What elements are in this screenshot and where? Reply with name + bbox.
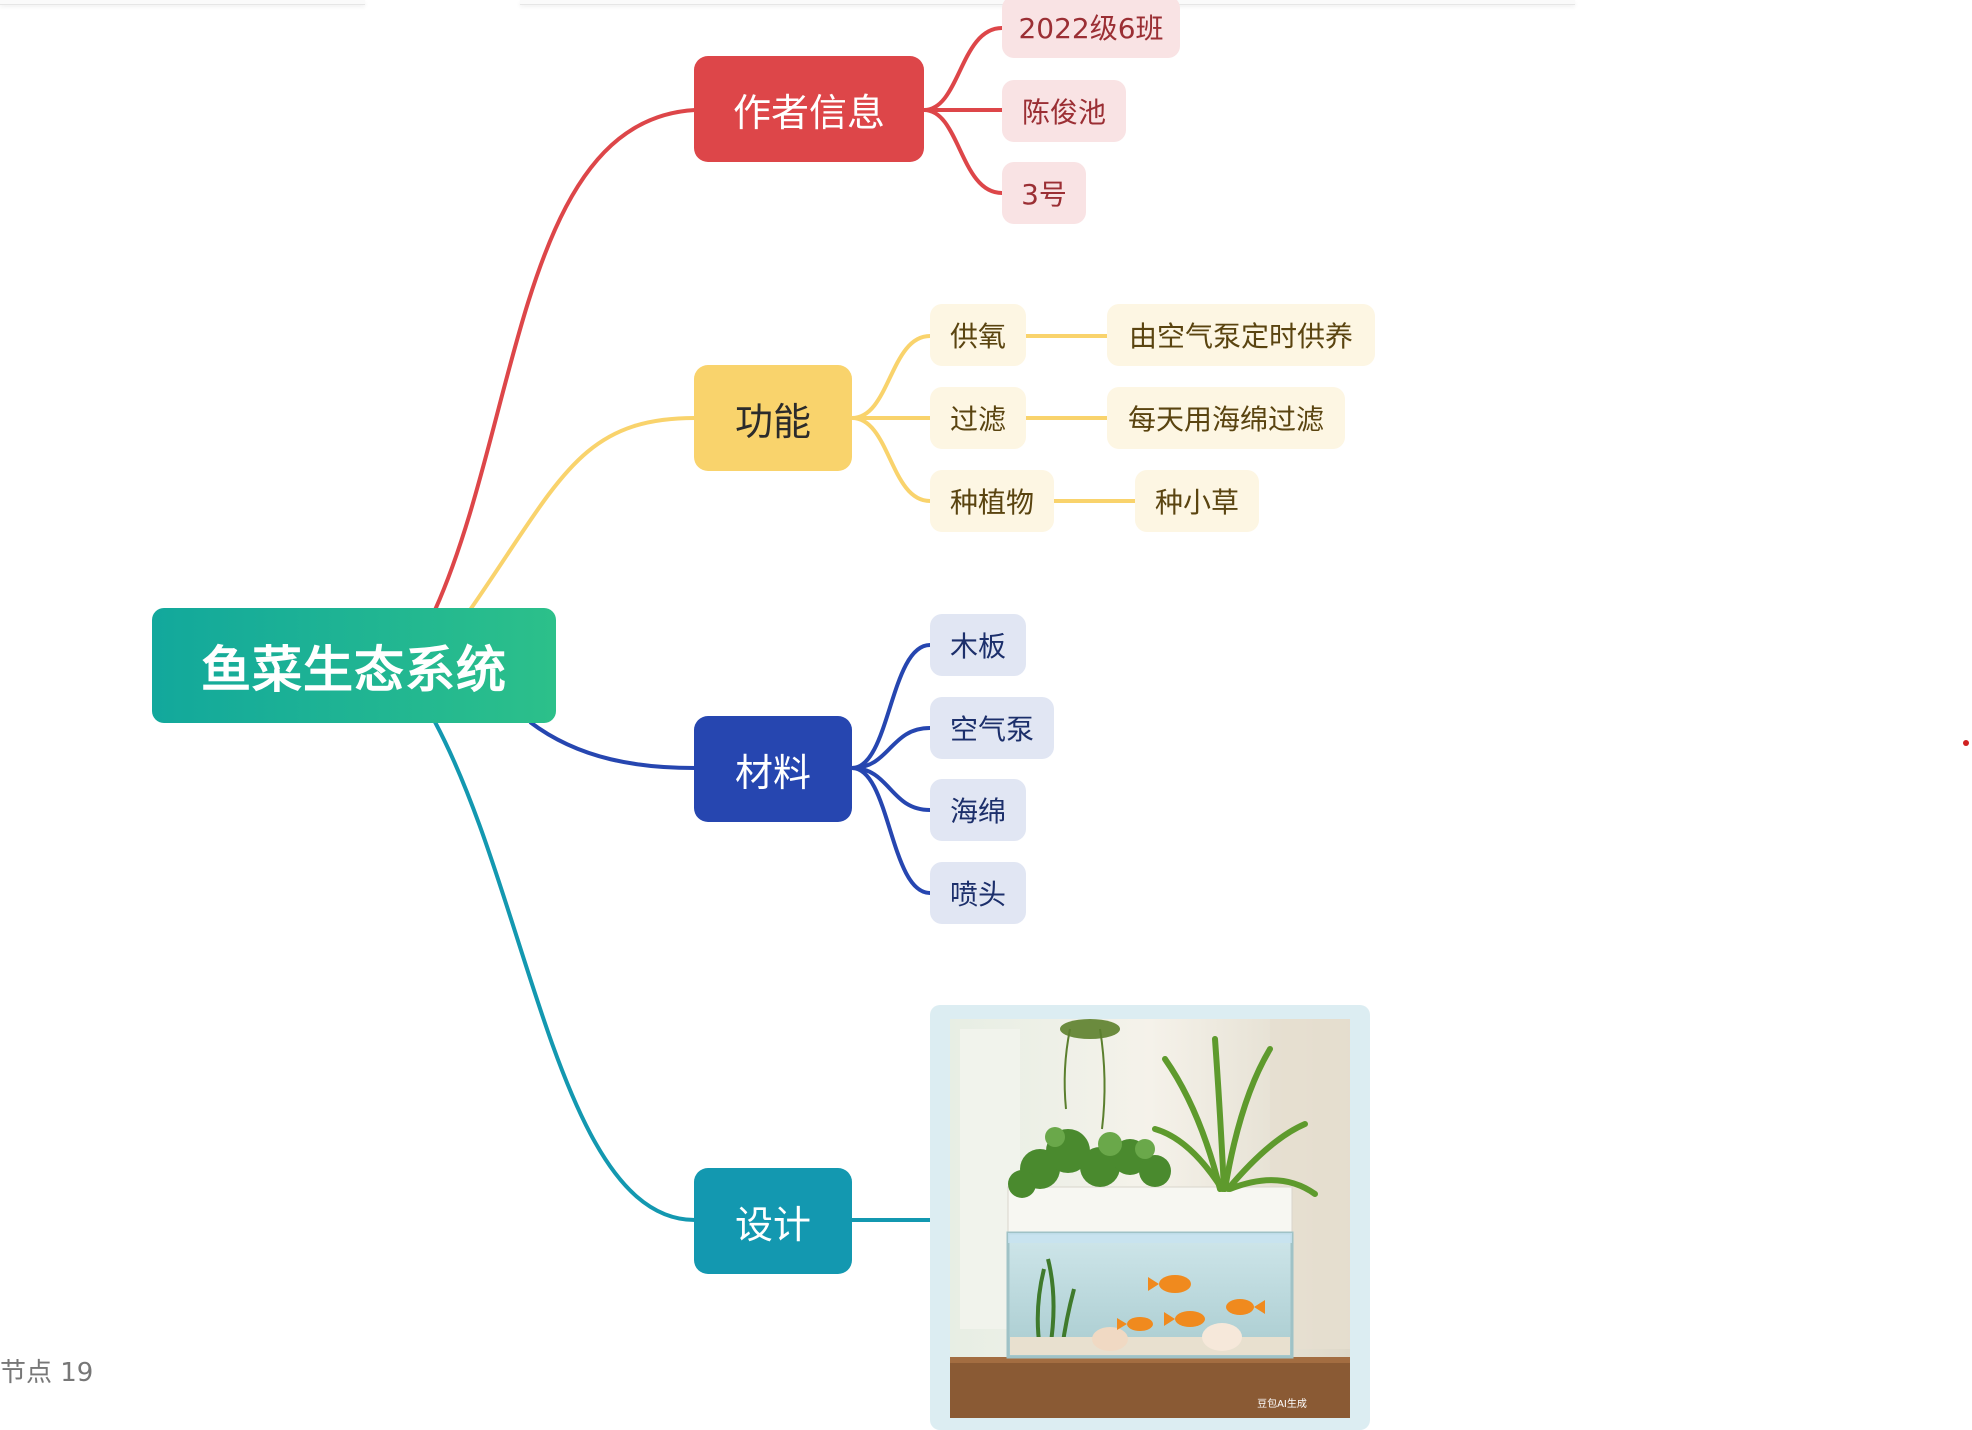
connector-root-author xyxy=(433,108,696,611)
function-oxygen-detail-node[interactable]: 由空气泵定时供养 xyxy=(1107,304,1375,366)
function-filter-detail-label: 每天用海绵过滤 xyxy=(1127,403,1324,436)
aquaponics-tank-image[interactable]: 豆包AI生成 xyxy=(950,1019,1350,1418)
author-number-node[interactable]: 3号 xyxy=(1002,162,1086,224)
function-oxygen-detail-label: 由空气泵定时供养 xyxy=(1128,320,1353,353)
author-class-node[interactable]: 2022级6班 xyxy=(1002,0,1180,58)
connector-material-wood xyxy=(851,643,931,770)
root-node-label: 鱼菜生态系统 xyxy=(201,640,507,699)
connector-author-class xyxy=(923,26,1003,112)
connector-root-design xyxy=(433,721,696,1222)
author-number-label: 3号 xyxy=(1021,178,1067,211)
connector-material-nozzle xyxy=(851,766,931,895)
branch-material-label: 材料 xyxy=(734,750,811,795)
material-sponge-label: 海绵 xyxy=(949,795,1006,828)
material-nozzle-label: 喷头 xyxy=(949,878,1006,911)
material-wood-label: 木板 xyxy=(949,630,1006,663)
function-oxygen-node[interactable]: 供氧 xyxy=(930,304,1026,366)
function-plant-detail-node[interactable]: 种小草 xyxy=(1135,470,1259,532)
toolbar-shadow-left xyxy=(0,0,365,5)
connector-material-sponge xyxy=(851,766,931,812)
branch-author-info[interactable]: 作者信息 xyxy=(694,56,924,162)
function-filter-node[interactable]: 过滤 xyxy=(930,387,1026,449)
author-name-node[interactable]: 陈俊池 xyxy=(1002,80,1126,142)
function-filter-label: 过滤 xyxy=(949,403,1006,436)
function-filter-detail-node[interactable]: 每天用海绵过滤 xyxy=(1107,387,1345,449)
aquaponics-illustration: 豆包AI生成 xyxy=(950,1019,1350,1418)
function-plant-detail-label: 种小草 xyxy=(1154,486,1239,519)
branch-function[interactable]: 功能 xyxy=(694,365,852,471)
material-pump-label: 空气泵 xyxy=(949,713,1034,746)
connector-root-function xyxy=(468,416,696,612)
connector-root-material xyxy=(528,720,696,770)
branch-design[interactable]: 设计 xyxy=(694,1168,852,1274)
connector-material-pump xyxy=(851,726,931,770)
connector-function-plant xyxy=(851,416,931,503)
function-plant-label: 种植物 xyxy=(949,486,1034,519)
svg-text:豆包AI生成: 豆包AI生成 xyxy=(1257,1397,1307,1410)
branch-material[interactable]: 材料 xyxy=(694,716,852,822)
author-class-label: 2022级6班 xyxy=(1018,12,1164,45)
function-oxygen-label: 供氧 xyxy=(949,320,1006,353)
connector-function-oxygen xyxy=(851,334,931,420)
branch-function-label: 功能 xyxy=(734,399,811,444)
connector-author-number xyxy=(923,108,1003,195)
material-sponge-node[interactable]: 海绵 xyxy=(930,779,1026,841)
branch-author-info-label: 作者信息 xyxy=(732,90,885,135)
material-nozzle-node[interactable]: 喷头 xyxy=(930,862,1026,924)
cursor-dot xyxy=(1963,740,1969,746)
branch-design-label: 设计 xyxy=(734,1202,811,1247)
material-pump-node[interactable]: 空气泵 xyxy=(930,697,1054,759)
author-name-label: 陈俊池 xyxy=(1021,96,1106,129)
node-count-status: 节点 19 xyxy=(0,1358,94,1388)
material-wood-node[interactable]: 木板 xyxy=(930,614,1026,676)
function-plant-node[interactable]: 种植物 xyxy=(930,470,1054,532)
root-node[interactable]: 鱼菜生态系统 xyxy=(152,608,556,723)
